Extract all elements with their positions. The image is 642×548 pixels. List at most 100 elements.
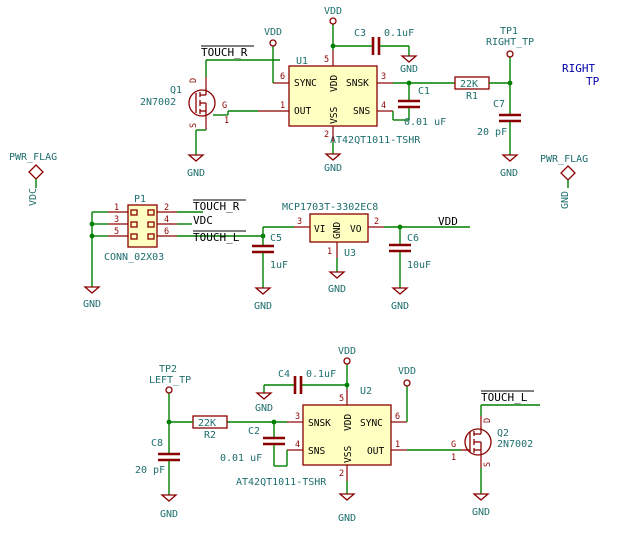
gnd-label: GND [400,64,418,75]
u3-regulator: MCP1703T-3302EC8 U3 VI VO GND 3 2 1 C5 1… [252,202,470,312]
u2-value: AT42QT1011-TSHR [236,477,327,488]
c4-value: 0.1uF [306,369,336,380]
pwr-flag-gnd: PWR_FLAG GND [540,154,588,209]
u2-pin-2-num: 2 [339,469,344,479]
u2-pin-out-label: OUT [367,446,384,457]
tp2-symbol[interactable] [165,386,173,394]
tp1-symbol[interactable] [506,50,514,58]
ground-symbol [187,154,205,162]
p1-pin-5: 5 [114,227,119,237]
tp2-ref: TP2 [159,364,177,375]
ground-symbol [328,271,346,279]
ground-symbol [400,55,418,63]
u2-pin-4-num: 4 [295,440,300,450]
ground-symbol [160,494,178,502]
ground-symbol [255,392,273,400]
u3-body[interactable] [309,213,369,243]
ground-symbol [83,286,101,294]
pwr-flag-label: PWR_FLAG [9,152,57,163]
c5-ref: C5 [270,233,282,244]
q1-gate-label: G [222,101,227,111]
touch-r-net-label: TOUCH_R [193,200,240,213]
vdd-port-symbol [269,39,277,47]
vdd-net-label: VDD [438,215,458,228]
pwr-flag-label: PWR_FLAG [540,154,588,165]
ground-symbol [391,287,409,295]
q1-value: 2N7002 [140,97,176,108]
c1-ref: C1 [418,86,430,97]
ground-symbol [501,154,519,162]
pwr-flag-symbol[interactable] [28,164,44,180]
u1-pin-out-label: OUT [294,106,311,117]
u1-pin-vss-label: VSS [329,107,340,124]
c7-ref: C7 [493,99,505,110]
q2-ref: Q2 [497,428,509,439]
tp2-value: LEFT_TP [149,375,191,386]
touch-l-net-label: TOUCH_L [193,231,240,244]
u3-pin-3-num: 3 [297,217,302,227]
u3-pin-vi-label: VI [314,224,325,235]
vdd-label: VDD [264,27,282,38]
u2-block: U2 AT42QT1011-TSHR SNSK SNS SYNC OUT VDD… [135,346,540,524]
c8-value: 20 pF [135,465,165,476]
u1-value: AT42QT1011-TSHR [330,135,421,146]
q2-gate-label: G [451,440,456,450]
q2-body[interactable] [464,428,492,456]
vdd-label: VDD [324,6,342,17]
q2-value: 2N7002 [497,439,533,450]
vdc-label: VDC [28,188,39,206]
p1-body[interactable] [127,204,158,248]
r2-value: 22K [198,418,216,429]
u1-pin-4-num: 4 [381,101,386,111]
u2-pin-vss-label: VSS [343,446,354,463]
ground-symbol [324,153,342,161]
u1-pin-vdd-label: VDD [329,75,340,92]
u1-pin-3-num: 3 [381,72,386,82]
c2-value: 0.01 uF [220,453,262,464]
u1-body[interactable] [288,65,378,127]
touch-r-net-label: TOUCH_R [201,46,248,59]
vdd-port-symbol [329,17,337,25]
gnd-label: GND [500,168,518,179]
gnd-label: GND [160,509,178,520]
q1-drain-label: D [189,78,199,83]
u3-value: MCP1703T-3302EC8 [282,202,378,213]
vdd-port-symbol [343,357,351,365]
p1-ref: P1 [134,194,146,205]
pwr-flag-symbol[interactable] [560,165,576,181]
gnd-label: GND [391,301,409,312]
u2-ref: U2 [360,386,372,397]
tp1-value: RIGHT_TP [486,37,534,48]
u1-pin-sns-label: SNS [353,106,370,117]
u2-pin-vdd-label: VDD [343,414,354,431]
tp1-ref: TP1 [500,26,518,37]
q2-drain-label: D [483,418,493,423]
u1-block: U1 AT42QT1011-TSHR SYNC OUT SNSK SNS VDD… [140,6,600,179]
q1-body[interactable] [188,89,216,117]
ground-symbol [338,493,356,501]
u1-pin-snsk-label: SNSK [346,78,369,89]
c2-ref: C2 [248,426,260,437]
u3-pin-gnd-label: GND [332,222,343,239]
q1-gate-num: 1 [224,116,229,126]
u2-pin-3-num: 3 [295,412,300,422]
u1-pin-2-num: 2 [324,130,329,140]
gnd-label: GND [472,507,490,518]
q2-gate-num: 1 [451,453,456,463]
touch-l-net-label: TOUCH_L [481,391,528,404]
r2-ref: R2 [204,430,216,441]
p1-value: CONN_02X03 [104,252,164,263]
u2-pin-sns-label: SNS [308,446,325,457]
c8-ref: C8 [151,438,163,449]
right-tp-text-line2: TP [586,75,600,88]
c3-ref: C3 [354,28,366,39]
u2-pin-6-num: 6 [395,412,400,422]
p1-pin-3: 3 [114,215,119,225]
u1-pin-6-num: 6 [280,72,285,82]
u2-pin-sync-label: SYNC [360,418,383,429]
gnd-label: GND [328,284,346,295]
p1-pin-4: 4 [164,215,169,225]
c6-ref: C6 [407,233,419,244]
u1-pin-sync-label: SYNC [294,78,317,89]
u3-pin-1-num: 1 [327,247,332,257]
